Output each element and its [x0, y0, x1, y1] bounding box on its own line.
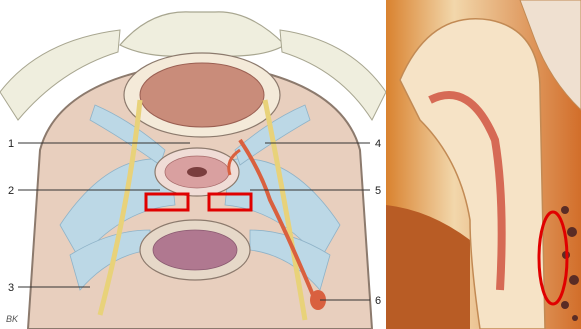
artist-signature: BK — [6, 314, 19, 324]
sagittal-section-illustration — [386, 0, 581, 329]
pelvic-floor-illustration: 1 2 3 4 5 6 BK — [0, 12, 386, 329]
label-4: 4 — [375, 138, 381, 150]
label-6: 6 — [375, 295, 381, 307]
bladder-inner — [153, 230, 237, 270]
rectum-lumen — [140, 63, 264, 127]
label-1: 1 — [8, 138, 14, 150]
sacrum — [120, 12, 285, 56]
label-2: 2 — [8, 185, 14, 197]
cervical-os — [187, 167, 207, 177]
label-5: 5 — [375, 185, 381, 197]
label-3: 3 — [8, 282, 14, 294]
